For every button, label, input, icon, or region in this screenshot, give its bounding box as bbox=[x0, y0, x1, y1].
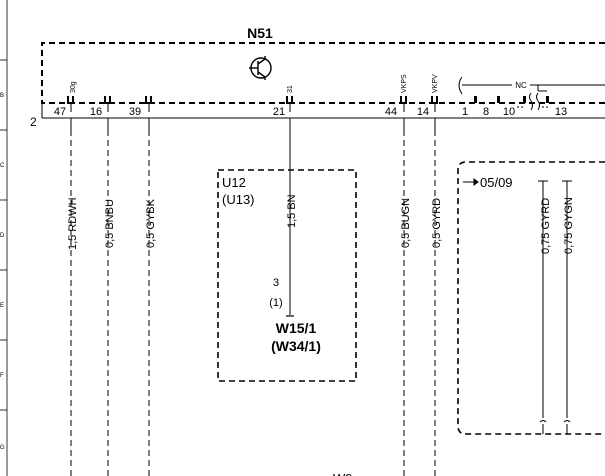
module-outline bbox=[41, 42, 605, 104]
connector-alt-name: (W34/1) bbox=[271, 338, 321, 354]
pin-number-16: 16 bbox=[90, 106, 102, 118]
component-alt-pin: (1) bbox=[269, 297, 282, 309]
component-u12: U12 (U13) 3 (1) W15/1 (W34/1) bbox=[217, 169, 357, 382]
component-alt-name: (U13) bbox=[222, 192, 255, 207]
pin-name-vkpv: VKPV bbox=[432, 74, 439, 93]
row-label-b: B bbox=[0, 93, 4, 99]
row-label-c: C bbox=[0, 163, 5, 169]
pin-number-1: 1 bbox=[462, 106, 468, 118]
connector-name: W15/1 bbox=[276, 320, 317, 336]
transistor-icon bbox=[249, 56, 272, 80]
bottom-partial-label: W9 bbox=[333, 471, 353, 476]
pin-name-vkps: VKPS bbox=[401, 74, 408, 93]
row-label-e: E bbox=[0, 303, 4, 309]
sheet-border bbox=[0, 0, 8, 476]
wire-label-rdwh: 1,5 RDWH bbox=[67, 197, 79, 250]
arrow-right-icon bbox=[463, 178, 479, 186]
wire-label-gybk: 0,5 GYBK bbox=[145, 198, 157, 248]
pin-number-8: 8 bbox=[483, 106, 489, 118]
pin-name-30g: 30g bbox=[70, 81, 77, 93]
nc-label: NC bbox=[515, 81, 527, 90]
wire-label-bugn: 0,5 BUGN bbox=[400, 198, 412, 248]
pin-number-44: 44 bbox=[385, 106, 397, 118]
nc-bracket bbox=[458, 76, 605, 95]
pin-number-21: 21 bbox=[273, 106, 285, 118]
component-name: U12 bbox=[222, 175, 246, 190]
row-label-f: F bbox=[0, 373, 4, 379]
right-box-reference: 05/09 bbox=[480, 175, 513, 190]
pin-number-39: 39 bbox=[129, 106, 141, 118]
component-right-box: 05/09 bbox=[457, 161, 605, 435]
pin-number-10: 10 bbox=[503, 106, 515, 118]
module-side-number: 2 bbox=[30, 115, 37, 129]
row-label-d: D bbox=[0, 233, 5, 239]
pin-terminals bbox=[67, 96, 549, 104]
wire-label-gyrd-075: 0,75 GYRD bbox=[540, 198, 552, 254]
module-n51: N51 2 30g 31 VKPS VKPV bbox=[30, 25, 605, 129]
border-row-labels: B C D E F G bbox=[0, 93, 5, 451]
component-pin: 3 bbox=[273, 277, 279, 289]
row-label-g: G bbox=[0, 445, 5, 451]
nc-break-mark bbox=[517, 92, 550, 111]
pin-number-13: 13 bbox=[555, 106, 567, 118]
wire-label-bn: 1,5 BN bbox=[286, 194, 298, 228]
wire-label-bnbu: 0,5 BNBU bbox=[104, 199, 116, 248]
right-box-outline bbox=[457, 161, 605, 435]
wire-label-gyrd: 0,5 GYRD bbox=[431, 198, 443, 248]
pin-number-47: 47 bbox=[54, 106, 66, 118]
wire-label-gygn-075: 0,75 GYGN bbox=[563, 197, 575, 254]
right-wires bbox=[538, 180, 572, 434]
pin-name-31: 31 bbox=[287, 85, 294, 93]
component-outline bbox=[217, 169, 357, 382]
wires bbox=[70, 104, 436, 476]
module-name: N51 bbox=[247, 25, 273, 41]
pin-number-14: 14 bbox=[417, 106, 429, 118]
